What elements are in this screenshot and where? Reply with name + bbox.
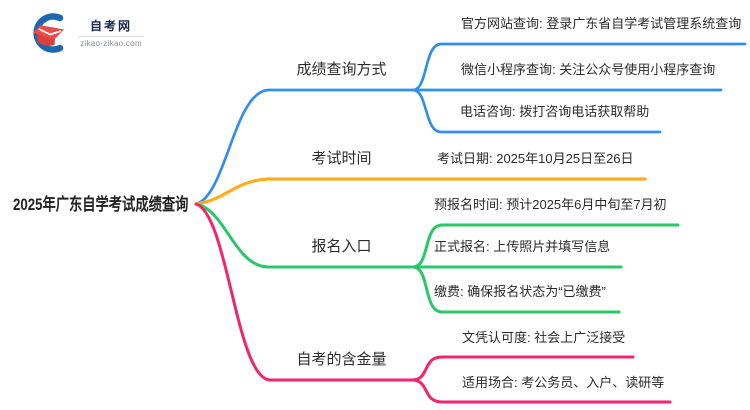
- child-line: [411, 265, 621, 314]
- branch-exam-time: 考试时间: [311, 150, 372, 167]
- branch-line: [194, 202, 415, 269]
- child-line: [411, 88, 662, 134]
- graduation-cap-icon: [33, 13, 64, 53]
- child-line: [411, 42, 747, 92]
- branch-query-methods: 成绩查询方式: [296, 61, 387, 78]
- leaf-payment: 缴费: 确保报名状态为“已缴费”: [434, 284, 606, 299]
- branch-registration: 报名入口: [311, 238, 372, 255]
- branch-value-lines: [194, 202, 672, 404]
- leaf-exam-date: 考试日期: 2025年10月25日至26日: [437, 151, 634, 166]
- site-url: zikao-zikao.com: [80, 39, 142, 48]
- branch-line: [194, 202, 414, 382]
- leaf-pre-registration: 预报名时间: 预计2025年6月中旬至7月初: [434, 197, 667, 212]
- branch-exam-time-lines: [194, 177, 647, 206]
- branch-line: [194, 88, 415, 206]
- branch-value: 自考的含金量: [296, 351, 387, 368]
- central-topic: 2025年广东自学考试成绩查询: [13, 195, 189, 214]
- branch-registration-lines: [194, 202, 680, 314]
- leaf-phone-consult: 电话咨询: 拨打咨询电话获取帮助: [460, 104, 650, 119]
- leaf-official-website: 官方网站查询: 登录广东省自学考试管理系统查询: [461, 16, 742, 31]
- branch-line: [194, 177, 415, 206]
- leaf-applicable-scenarios: 适用场合: 考公务员、入户、读研等: [462, 375, 665, 390]
- site-logo-text: 自考网 zikao-zikao.com: [78, 19, 144, 48]
- site-logo: 自考网 zikao-zikao.com: [28, 12, 144, 54]
- child-line: [410, 378, 672, 404]
- logo-divider: [78, 36, 144, 37]
- leaf-formal-registration: 正式报名: 上传照片并填写信息: [434, 239, 611, 254]
- leaf-wechat-miniprogram: 微信小程序查询: 关注公众号使用小程序查询: [461, 62, 716, 77]
- branch-query-methods-lines: [194, 42, 747, 206]
- site-name: 自考网: [89, 19, 132, 33]
- leaf-diploma-recognition: 文凭认可度: 社会上广泛接受: [462, 330, 626, 345]
